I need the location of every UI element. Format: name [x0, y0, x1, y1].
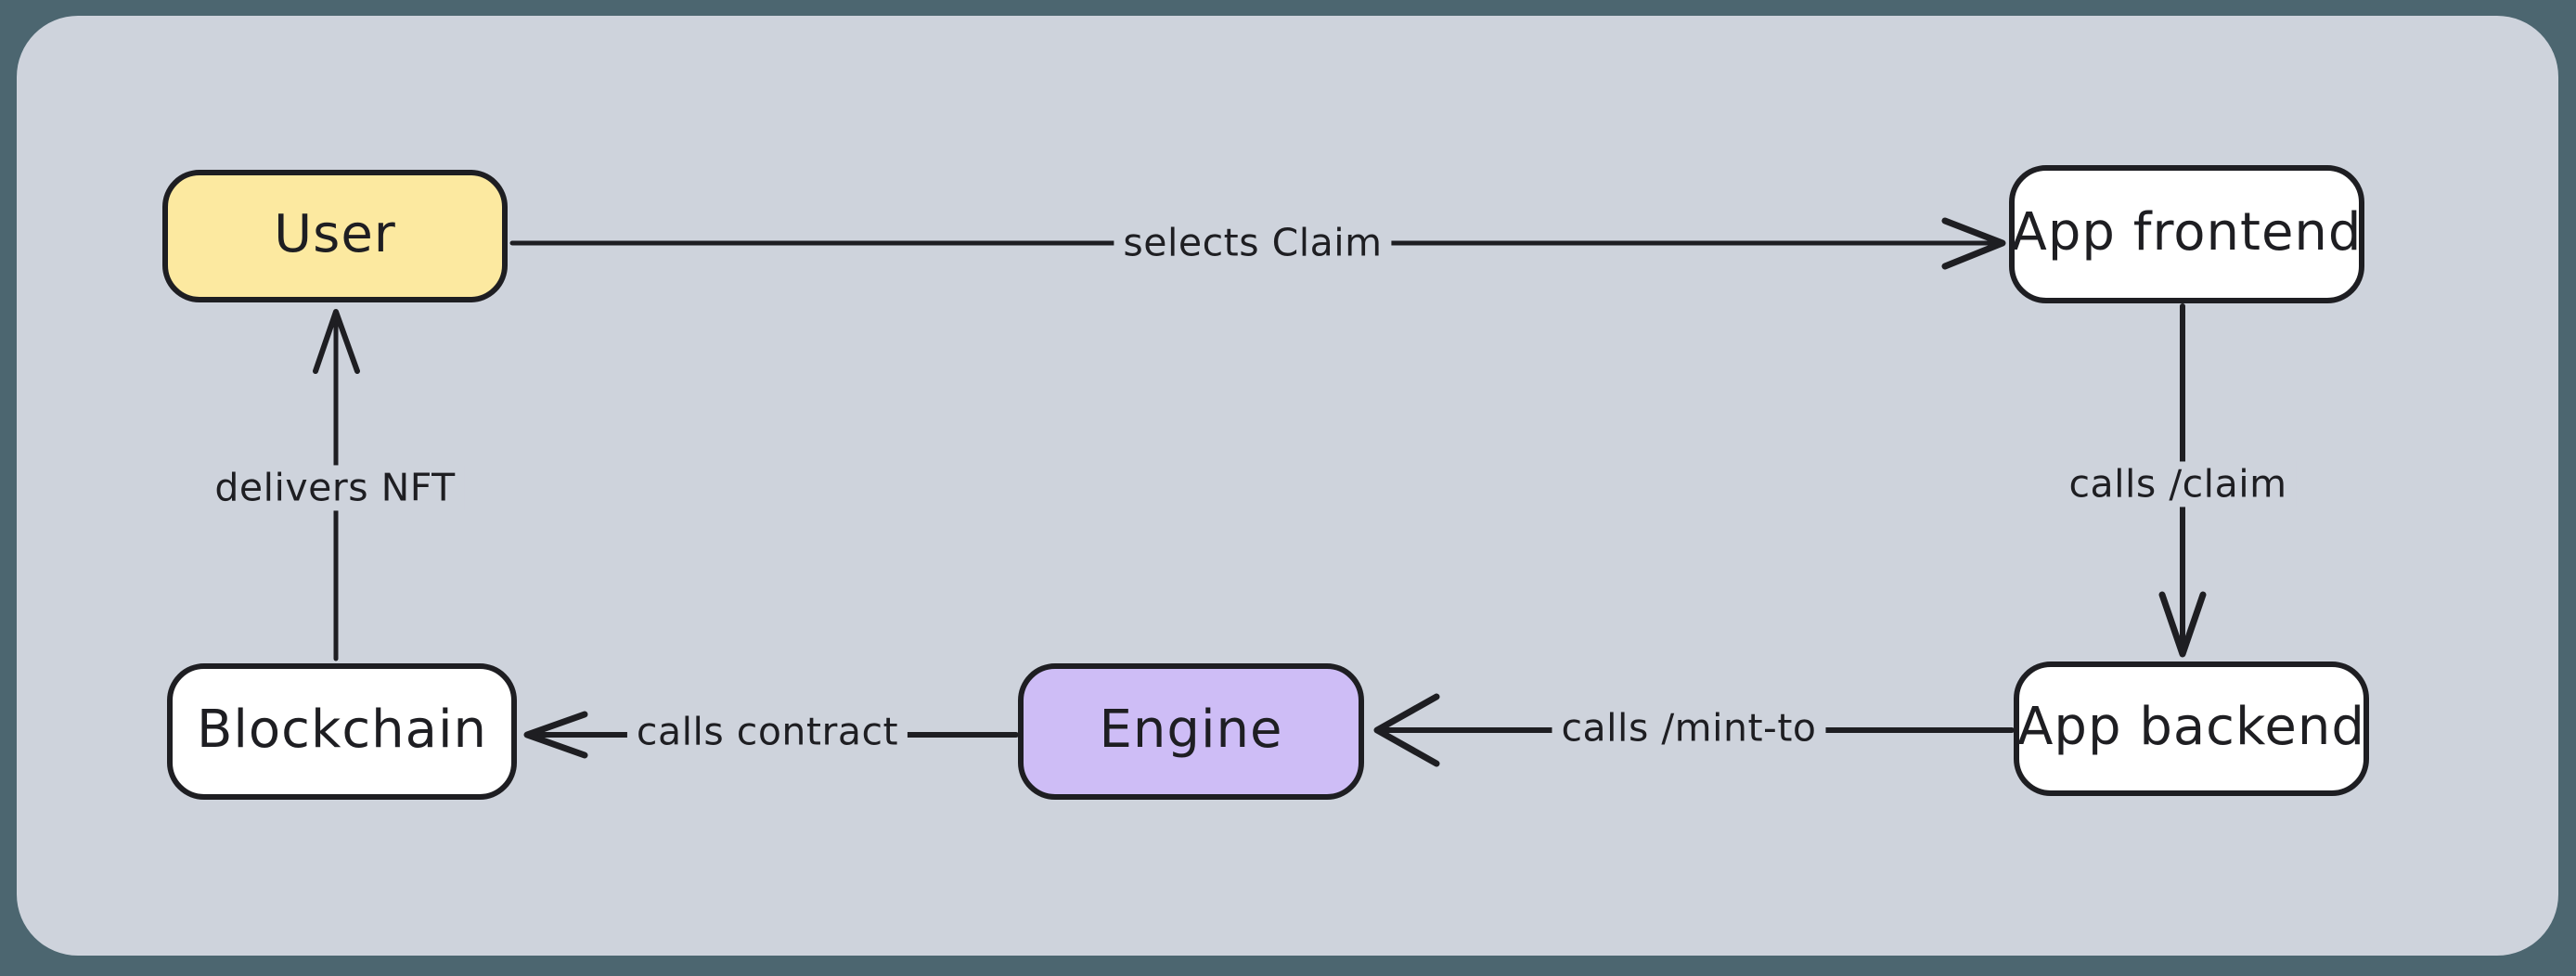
node-engine-label: Engine: [1099, 700, 1283, 760]
node-app-frontend-label: App frontend: [2011, 202, 2363, 263]
node-blockchain: Blockchain: [167, 663, 517, 800]
node-user-label: User: [274, 204, 396, 264]
node-app-backend: App backend: [2014, 661, 2369, 796]
edge-label-calls-claim: calls /claim: [2059, 461, 2297, 507]
node-app-backend-label: App backend: [2017, 697, 2365, 757]
diagram-canvas: User App frontend App backend Engine Blo…: [17, 16, 2558, 956]
node-app-frontend: App frontend: [2009, 165, 2364, 303]
node-blockchain-label: Blockchain: [196, 700, 488, 760]
edge-label-calls-mint-to: calls /mint-to: [1552, 705, 1826, 751]
arrowhead-left-icon: [1373, 693, 1440, 767]
edge-label-selects-claim: selects Claim: [1114, 220, 1392, 266]
arrowhead-right-icon: [1941, 217, 2006, 270]
arrowhead-down-icon: [2158, 591, 2207, 658]
node-user: User: [162, 170, 508, 302]
arrowhead-left-icon: [523, 711, 588, 759]
arrowhead-up-icon: [313, 309, 360, 374]
edge-label-calls-contract: calls contract: [626, 709, 908, 755]
node-engine: Engine: [1018, 663, 1364, 800]
edge-label-delivers-nft: delivers NFT: [205, 465, 465, 511]
